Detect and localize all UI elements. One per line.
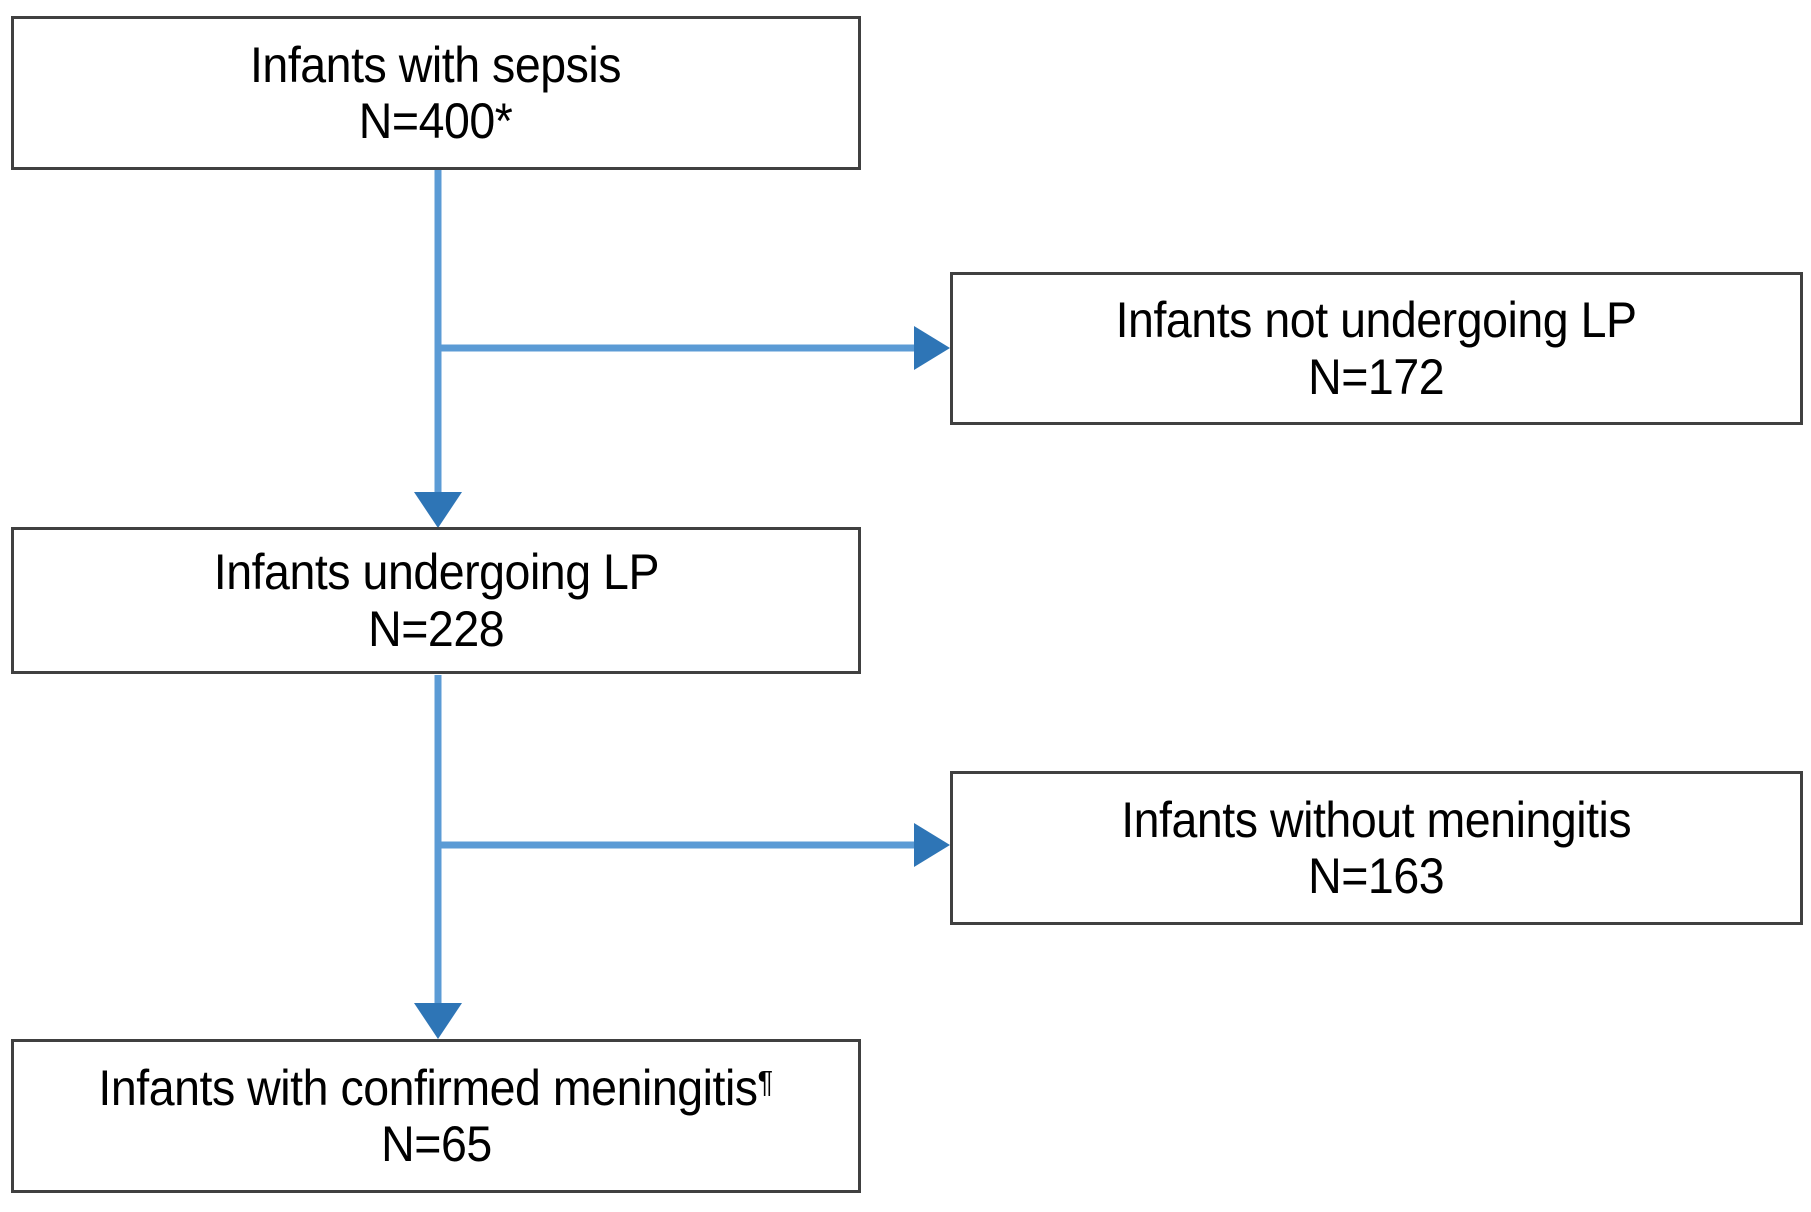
infants-undergoing-lp-label: Infants undergoing LP — [213, 544, 659, 600]
infants-not-undergoing-lp-count: N=172 — [1308, 348, 1445, 405]
undergoing-lp-to-without-meningitis-arrow — [438, 823, 950, 867]
infants-undergoing-lp-box: Infants undergoing LP N=228 — [11, 527, 861, 674]
undergoing-lp-to-confirmed-meningitis-arrow — [414, 675, 462, 1039]
pilcrow-footnote-mark: ¶ — [757, 1063, 774, 1099]
infants-not-undergoing-lp-box: Infants not undergoing LP N=172 — [950, 272, 1803, 425]
infants-with-sepsis-box: Infants with sepsis N=400* — [11, 16, 861, 170]
infants-with-sepsis-label: Infants with sepsis — [250, 36, 622, 93]
infants-without-meningitis-box: Infants without meningitis N=163 — [950, 771, 1803, 925]
infants-with-confirmed-meningitis-label: Infants with confirmed meningitis¶ — [99, 1060, 774, 1117]
infants-without-meningitis-count: N=163 — [1308, 848, 1445, 904]
sepsis-to-not-lp-arrow — [438, 326, 950, 370]
infants-with-sepsis-count: N=400* — [359, 93, 513, 149]
infants-with-confirmed-meningitis-box: Infants with confirmed meningitis¶ N=65 — [11, 1039, 861, 1193]
infants-with-confirmed-meningitis-count: N=65 — [380, 1116, 492, 1172]
infants-not-undergoing-lp-label: Infants not undergoing LP — [1116, 292, 1637, 348]
sepsis-to-undergoing-lp-arrow — [414, 170, 462, 528]
infants-with-confirmed-meningitis-text: Infants with confirmed meningitis — [98, 1059, 759, 1116]
infants-without-meningitis-label: Infants without meningitis — [1121, 791, 1632, 848]
infants-undergoing-lp-count: N=228 — [367, 600, 504, 657]
